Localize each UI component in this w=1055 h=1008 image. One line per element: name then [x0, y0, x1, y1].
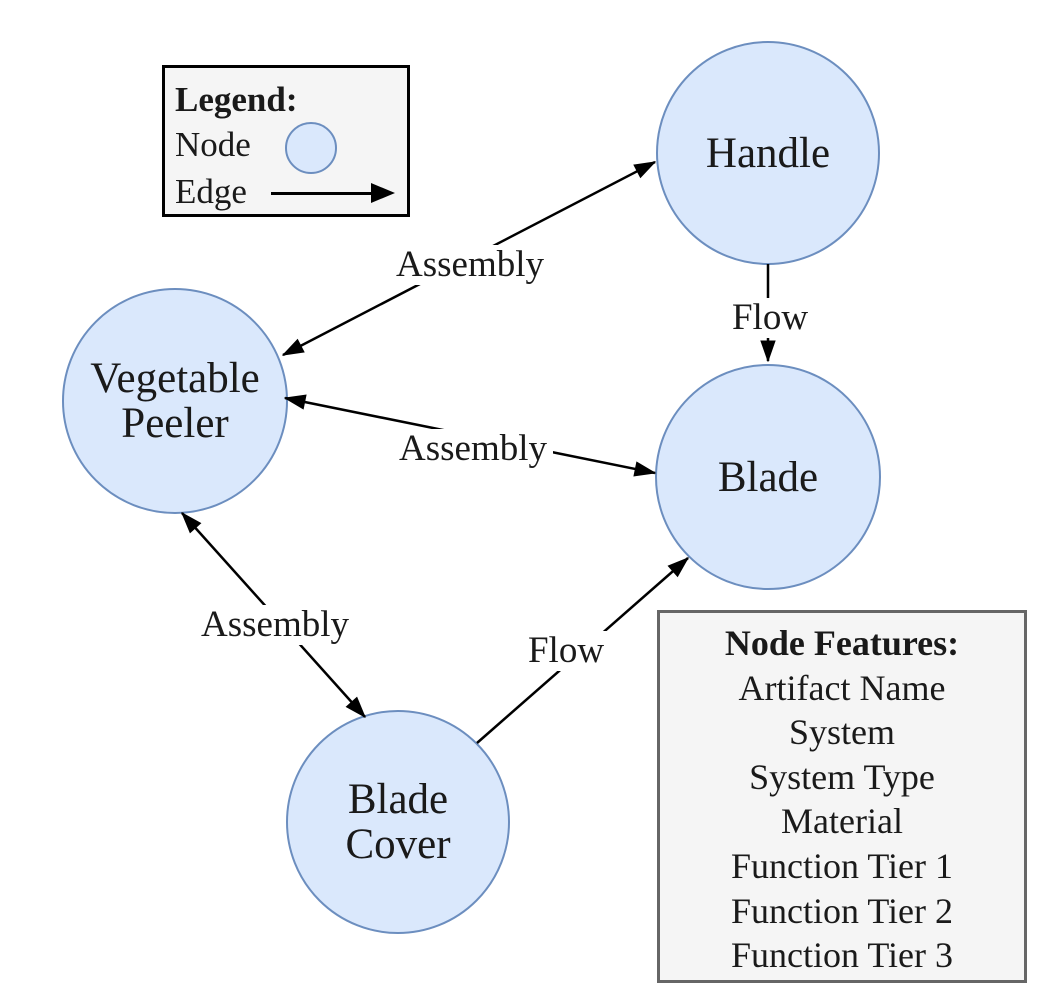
node-features-item: Function Tier 3 [730, 935, 954, 976]
legend-title: Legend: [175, 80, 298, 119]
edge-arrow-icon [271, 192, 373, 195]
edge-label-assembly-peeler-blade: Assembly [393, 429, 553, 469]
edge-label-assembly-peeler-blade-cover: Assembly [195, 605, 355, 645]
edge-arrowhead-icon [371, 183, 395, 203]
node-features-title: Node Features: [724, 623, 960, 663]
node-circle-icon [285, 122, 337, 174]
edge-label-flow-handle-blade: Flow [725, 298, 815, 338]
node-circle-handle [656, 41, 880, 265]
legend-node-label: Node [175, 125, 251, 164]
node-features-item: Artifact Name [738, 667, 946, 708]
node-features-item: System Type [749, 756, 935, 797]
node-circle-vegetable-peeler [62, 288, 288, 514]
node-features-item: Function Tier 1 [730, 845, 954, 886]
node-features-box: Node Features: Artifact Name System Syst… [657, 610, 1027, 983]
edge-label-assembly-peeler-handle: Assembly [390, 245, 550, 285]
legend-box: Legend: Node Edge [162, 65, 410, 217]
legend-edge-label: Edge [175, 172, 247, 211]
node-features-item: System [788, 712, 895, 753]
node-circle-blade-cover [286, 710, 510, 934]
node-features-item: Function Tier 2 [730, 890, 954, 931]
node-circle-blade [655, 364, 881, 590]
node-features-item: Material [781, 801, 903, 842]
edge-label-flow-blade-cover-blade: Flow [521, 631, 611, 671]
